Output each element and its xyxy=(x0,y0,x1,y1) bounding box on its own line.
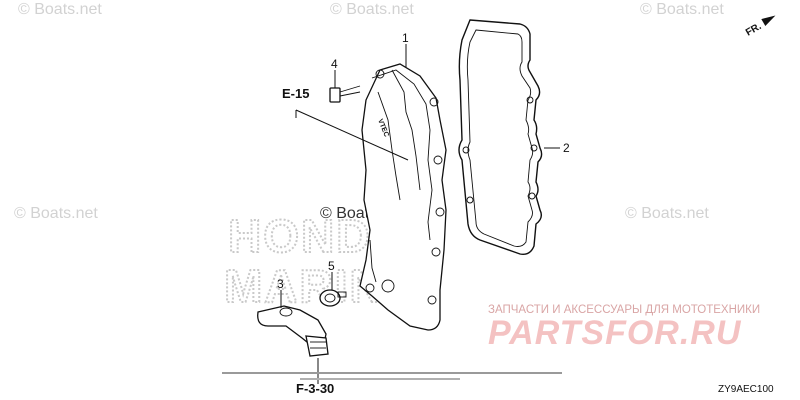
reference-e15: E-15 xyxy=(282,86,309,101)
callout-1: 1 xyxy=(402,31,409,45)
watermark-top-center: © Boats.net xyxy=(330,1,414,18)
partsfor-tagline: ЗАПЧАСТИ И АКСЕССУАРЫ ДЛЯ МОТОТЕХНИКИ xyxy=(488,304,760,316)
diagram-code: ZY9AEC100 xyxy=(718,384,774,395)
head-cover-part-1: VTEC xyxy=(359,63,447,331)
callout-5: 5 xyxy=(328,259,335,273)
clamp-part-5 xyxy=(319,289,347,307)
svg-text:FR.: FR. xyxy=(744,21,764,39)
copyright-fine-print xyxy=(222,372,562,380)
reference-f330: F-3-30 xyxy=(296,381,334,396)
watermark-mid-left: © Boats.net xyxy=(14,205,98,222)
watermark-mid-right: © Boats.net xyxy=(625,205,709,222)
callout-2: 2 xyxy=(563,141,570,155)
gasket-part-2 xyxy=(458,19,543,256)
bolt-part-4 xyxy=(329,70,361,103)
watermark-top-left: © Boats.net xyxy=(18,1,102,18)
callout-3: 3 xyxy=(277,277,284,291)
front-direction-indicator: FR. xyxy=(744,15,776,39)
callout-4: 4 xyxy=(331,57,338,71)
leader-e15 xyxy=(295,109,409,161)
arrow-icon xyxy=(761,15,776,26)
breather-tube-part-3 xyxy=(257,305,329,357)
partsfor-logo: PARTSFOR.RU xyxy=(488,314,742,352)
watermark-top-right: © Boats.net xyxy=(640,1,724,18)
